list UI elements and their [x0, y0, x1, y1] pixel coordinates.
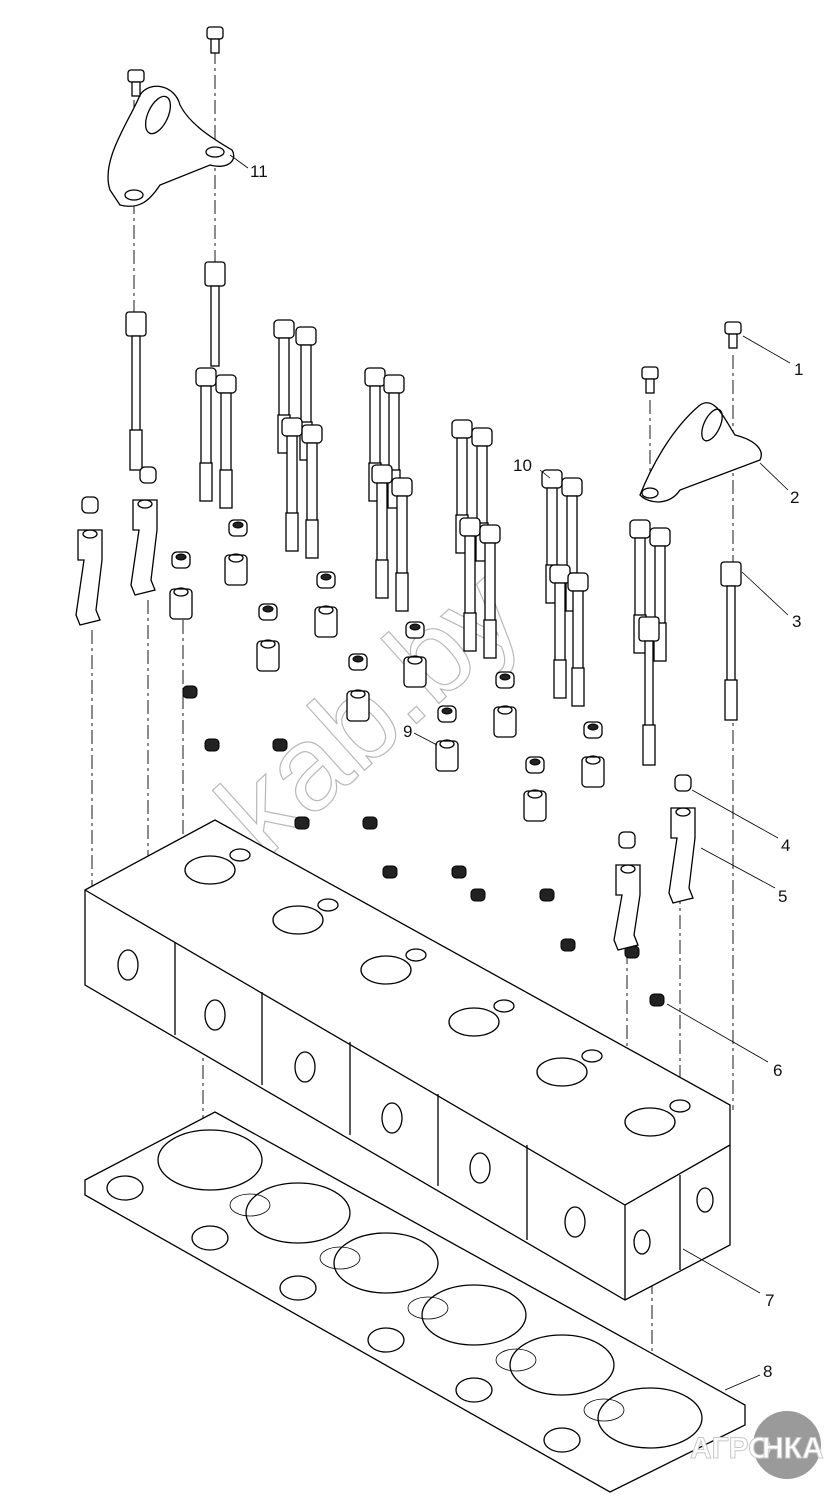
spacer-sleeves [169, 553, 605, 822]
head-gasket [84, 1111, 746, 1493]
head-bolt [459, 517, 481, 652]
head-top-detail [184, 848, 691, 1137]
callout-9: 9 [403, 722, 412, 741]
logo-right-text: НКА [762, 1432, 824, 1465]
gasket-ports [106, 1175, 625, 1453]
callout-3: 3 [792, 612, 801, 631]
callout-2: 2 [790, 488, 799, 507]
head-bolt [649, 527, 671, 662]
head-bolt [195, 367, 217, 502]
gasket-bores [157, 1129, 703, 1449]
lifting-bracket-front [107, 26, 235, 207]
head-bolt [301, 424, 323, 559]
rocker-brackets [75, 466, 696, 951]
head-side-holes [117, 949, 714, 1255]
callout-6: 6 [773, 1061, 782, 1080]
head-bolts [195, 319, 671, 707]
head-bolt [371, 464, 393, 599]
logo-circle [753, 1411, 821, 1479]
callout-1: 1 [794, 360, 803, 379]
head-bolt [479, 524, 501, 659]
cylinder-head [84, 819, 731, 1301]
callout-4: 4 [781, 836, 790, 855]
callout-leaders [229, 154, 791, 1391]
spacer-nuts [171, 519, 603, 774]
long-studs [125, 261, 742, 766]
head-segment-dividers [174, 942, 681, 1270]
callout-5: 5 [778, 887, 787, 906]
callout-7: 7 [765, 1291, 774, 1310]
lifting-bracket-rear [639, 321, 762, 503]
head-bolt [391, 477, 413, 612]
agro-nka-logo: АГРО НКА [690, 1411, 824, 1479]
head-bolt [281, 417, 303, 552]
callout-11: 11 [250, 162, 268, 181]
logo-left-text: АГРО [690, 1432, 772, 1465]
callout-10: 10 [513, 456, 532, 475]
head-bolt [215, 374, 237, 509]
valve-stem-seals [182, 685, 665, 1007]
head-bolt [567, 572, 589, 707]
callout-8: 8 [763, 1362, 772, 1381]
callout-labels: 1 2 3 4 5 6 7 8 9 10 11 [250, 162, 803, 1381]
